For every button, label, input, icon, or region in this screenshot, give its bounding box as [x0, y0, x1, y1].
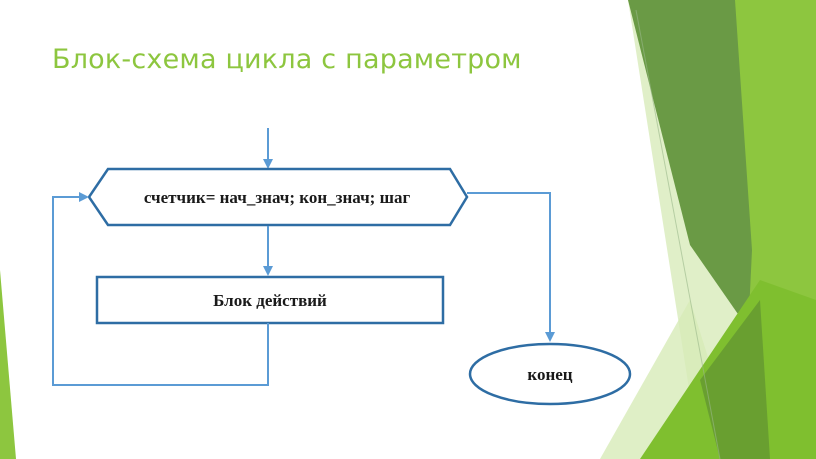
deco-line [635, 9, 721, 459]
loop-back-arrow [52, 192, 269, 386]
action-block [95, 275, 445, 325]
exit-arrow [467, 192, 555, 342]
deco-shape-dark [700, 300, 770, 459]
slide-title: Блок-схема цикла с параметром [52, 44, 522, 75]
action-block-label: Блок действий [213, 291, 327, 310]
loop-header-hexagon [87, 167, 469, 227]
end-terminal [468, 342, 632, 406]
deco-corner-left [0, 270, 16, 459]
loop-header-label: счетчик= нач_знач; кон_знач; шаг [144, 188, 411, 207]
end-terminal-label: конец [527, 365, 572, 384]
deco-shape-main [628, 0, 760, 340]
